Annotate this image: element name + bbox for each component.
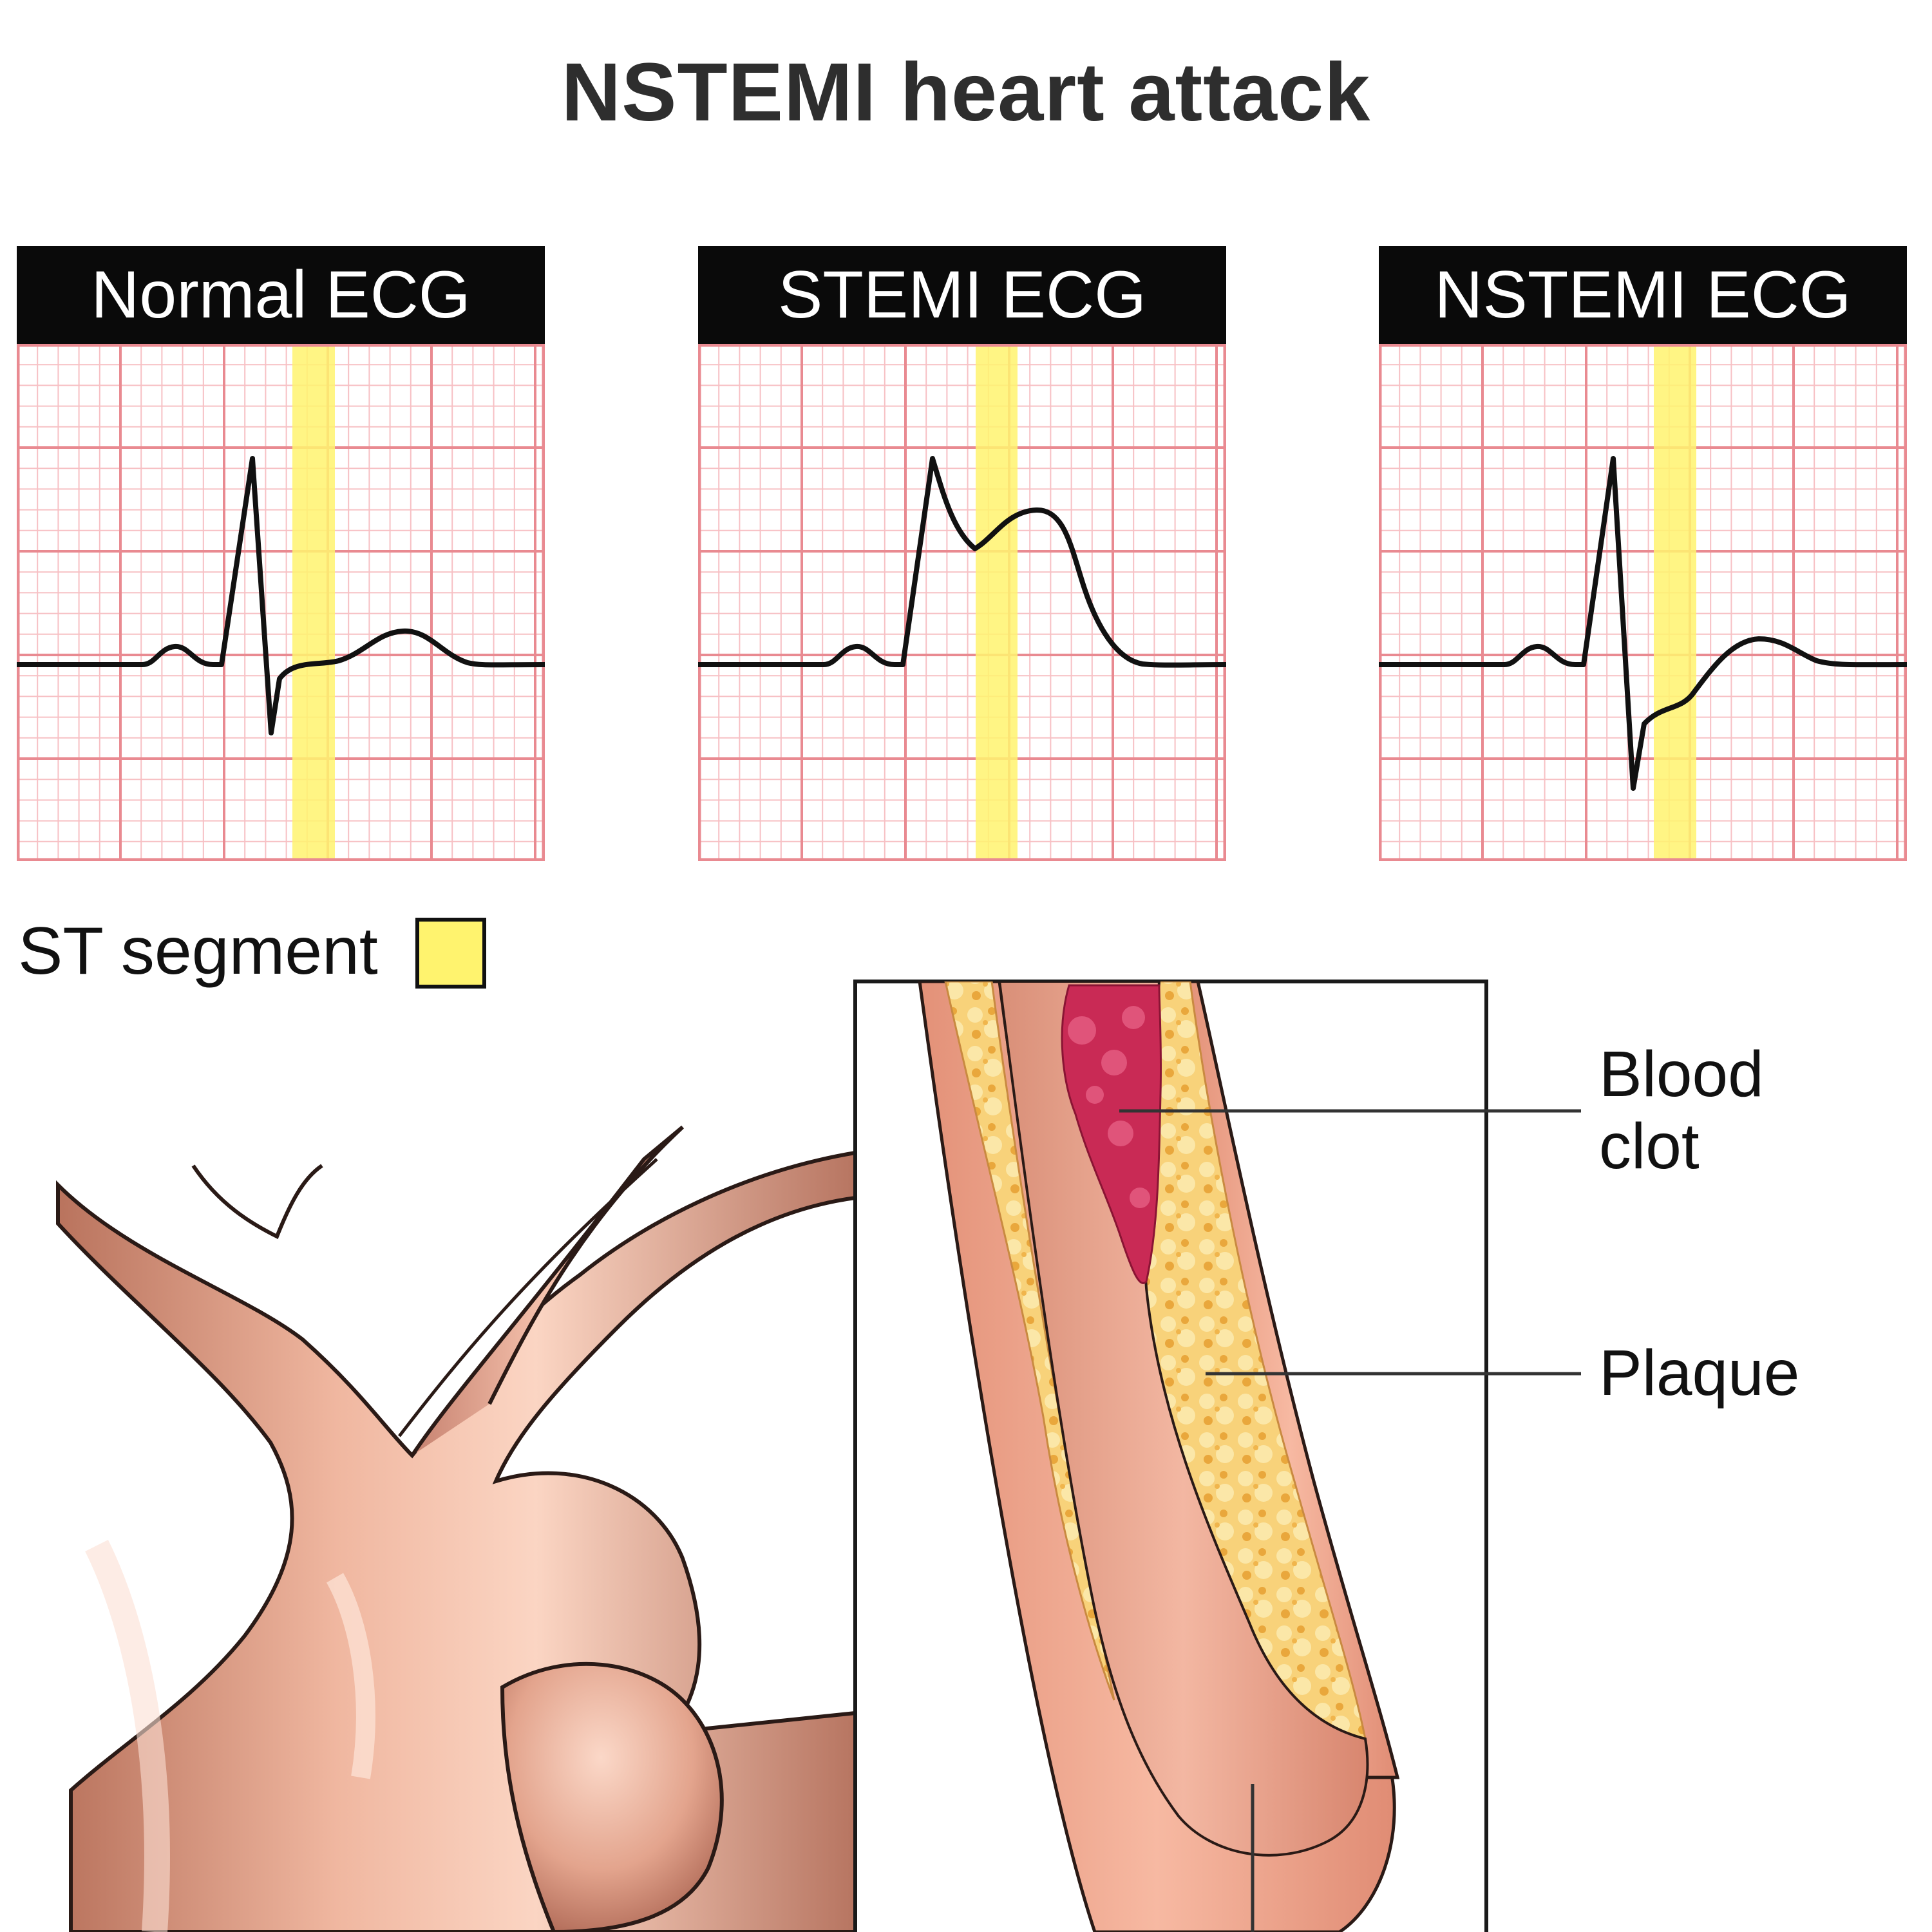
ecg-trace-normal — [17, 456, 545, 735]
panel-title-normal: Normal ECG — [17, 246, 545, 344]
aorta-illustration — [56, 1125, 857, 1932]
plaque-label: Plaque — [1599, 1337, 1800, 1409]
blood-clot-label: Blood clot — [1599, 1038, 1764, 1182]
ecg-trace-stemi — [698, 456, 1226, 668]
major-grid — [1379, 344, 1907, 861]
artery-cross-section — [918, 981, 1400, 1932]
st-segment-highlight — [1654, 344, 1696, 861]
ecg-panel-nstemi: NSTEMI ECG — [1379, 246, 1907, 861]
st-segment-legend-label: ST segment — [18, 914, 378, 989]
ecg-panel-normal: Normal ECG — [17, 246, 545, 861]
ecg-grid-normal — [17, 344, 545, 861]
st-segment-legend-swatch — [415, 918, 486, 989]
page-title: NSTEMI heart attack — [561, 46, 1371, 138]
blood-clot-label-line1: Blood — [1599, 1038, 1764, 1110]
panel-title-nstemi: NSTEMI ECG — [1379, 246, 1907, 344]
ecg-grid-stemi — [698, 344, 1226, 861]
st-segment-highlight — [292, 344, 335, 861]
blood-clot-label-line2: clot — [1599, 1110, 1700, 1182]
panel-title-stemi: STEMI ECG — [698, 246, 1226, 344]
ecg-panel-stemi: STEMI ECG — [698, 246, 1226, 861]
major-grid — [698, 344, 1226, 861]
ecg-grid-nstemi — [1379, 344, 1907, 861]
st-segment-highlight — [976, 344, 1018, 861]
ecg-trace-nstemi — [1379, 456, 1907, 791]
